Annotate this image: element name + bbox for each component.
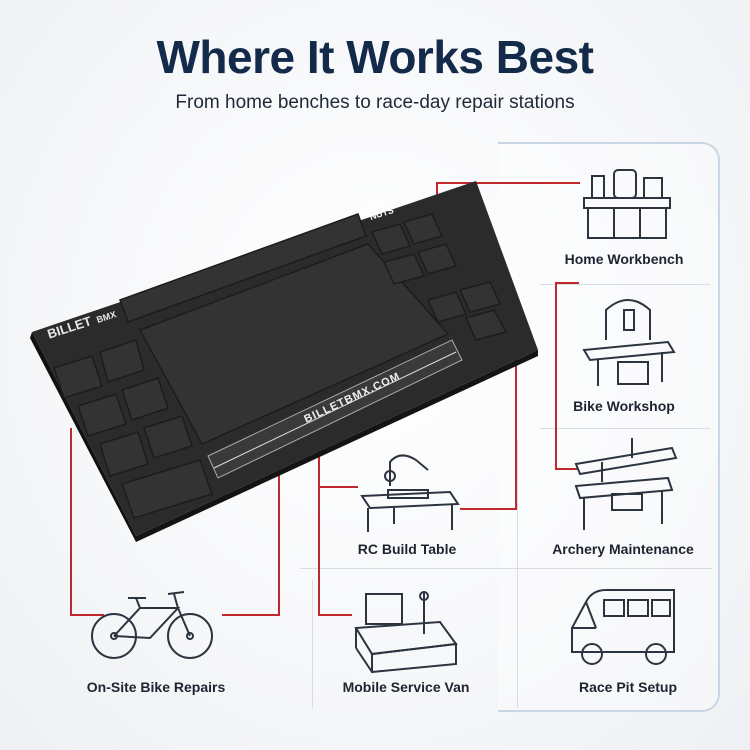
divider <box>540 284 710 285</box>
workbench-icon <box>583 169 671 239</box>
divider <box>300 568 712 569</box>
label-home-workbench: Home Workbench <box>564 251 684 267</box>
connector-line <box>555 282 579 284</box>
divider <box>312 580 313 708</box>
label-race-pit-setup: Race Pit Setup <box>578 679 678 695</box>
label-on-site-bike-repairs: On-Site Bike Repairs <box>86 679 226 695</box>
connector-line <box>555 282 557 468</box>
connector-line <box>318 486 358 488</box>
connector-line <box>70 428 72 614</box>
label-archery-maintenance: Archery Maintenance <box>552 541 694 557</box>
connector-line <box>318 614 352 616</box>
bow-press-icon <box>574 438 678 530</box>
rc-table-icon <box>360 454 460 532</box>
connector-line <box>318 448 320 614</box>
label-mobile-service-van: Mobile Service Van <box>342 679 470 695</box>
mat-ruler <box>207 339 463 479</box>
connector-line <box>222 614 280 616</box>
van-station-icon <box>354 591 458 674</box>
van-icon <box>571 589 675 665</box>
mat-compartments <box>53 213 508 519</box>
label-rc-build-table: RC Build Table <box>357 541 457 557</box>
connector-line <box>278 468 280 616</box>
connector-line <box>70 614 104 616</box>
page-title: Where It Works Best <box>156 31 594 83</box>
connector-line <box>515 348 517 510</box>
connector-line <box>555 468 577 470</box>
bicycle-icon <box>91 591 213 659</box>
divider <box>517 440 518 708</box>
label-bike-workshop: Bike Workshop <box>573 398 675 414</box>
drill-press-icon <box>582 299 676 386</box>
page-subtitle: From home benches to race-day repair sta… <box>175 92 575 113</box>
divider <box>540 428 710 429</box>
connector-line <box>460 508 517 510</box>
connector-line <box>436 182 580 184</box>
